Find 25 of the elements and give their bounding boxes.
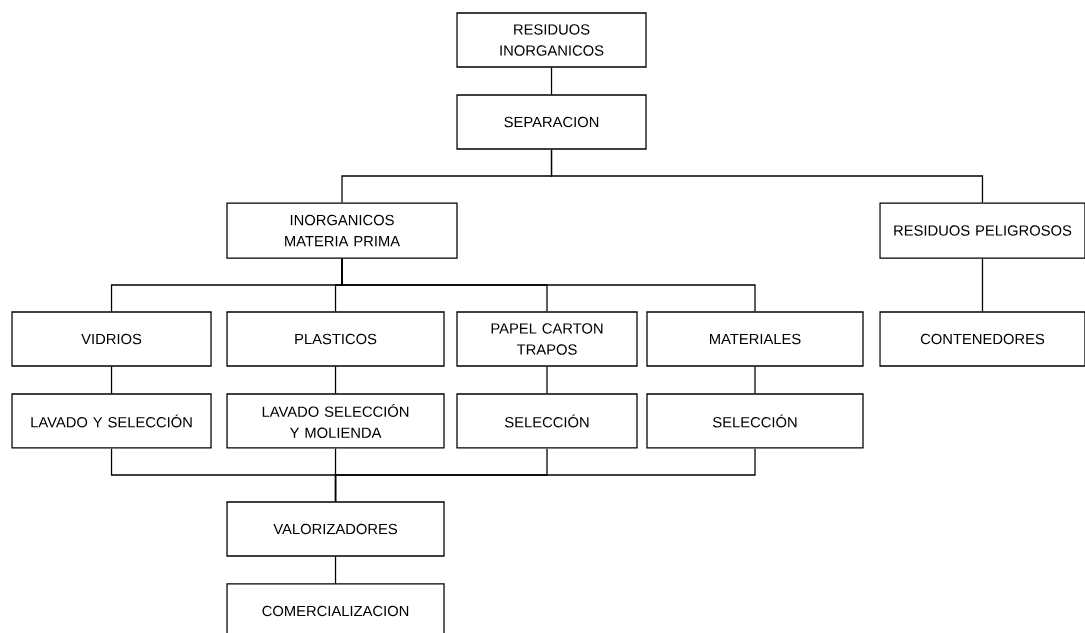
- process-box: RESIDUOS PELIGROSOS: [879, 202, 1085, 259]
- process-box: LAVADO SELECCIÓN Y MOLIENDA: [226, 393, 445, 449]
- connector-line: [110, 366, 113, 394]
- process-box: SELECCIÓN: [456, 393, 638, 449]
- process-box: SEPARACION: [456, 94, 647, 150]
- process-box: VALORIZADORES: [226, 501, 445, 557]
- connector-line: [550, 149, 984, 204]
- connector-line: [981, 258, 984, 312]
- connector-line: [546, 366, 548, 394]
- connector-line: [341, 258, 756, 312]
- connector-line: [550, 67, 553, 95]
- process-box: VIDRIOS: [11, 311, 212, 367]
- process-box: LAVADO Y SELECCIÓN: [11, 393, 212, 449]
- connector-line: [334, 448, 756, 502]
- connector-line: [334, 556, 337, 584]
- process-box: INORGANICOS MATERIA PRIMA: [226, 202, 458, 259]
- process-box: MATERIALES: [646, 311, 864, 367]
- connector-line: [754, 366, 756, 394]
- process-box: COMERCIALIZACION: [226, 583, 445, 633]
- connector-line: [334, 366, 337, 394]
- process-box: SELECCIÓN: [646, 393, 864, 449]
- process-box: RESIDUOS INORGANICOS: [456, 12, 647, 68]
- process-box: PAPEL CARTON TRAPOS: [456, 311, 638, 367]
- process-box: CONTENEDORES: [879, 311, 1085, 367]
- process-box: PLASTICOS: [226, 311, 445, 367]
